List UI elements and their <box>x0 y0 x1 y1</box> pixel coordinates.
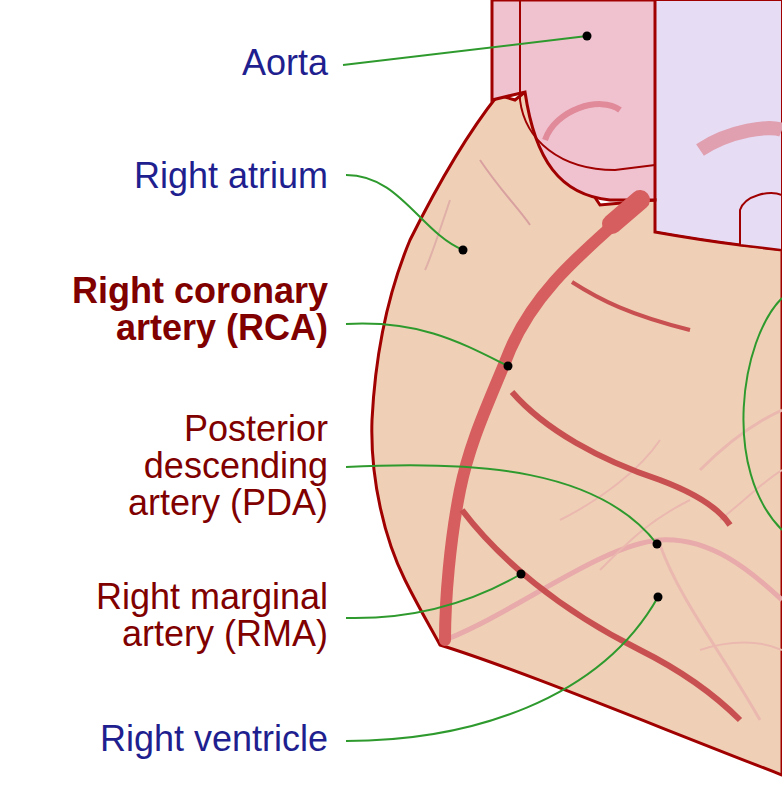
leader-line <box>343 36 587 65</box>
conus-branch <box>572 282 690 330</box>
aortic-vessel <box>545 104 620 140</box>
rv-branch <box>512 392 730 525</box>
rma-vessel <box>462 510 740 720</box>
structure-label: Aorta <box>28 44 328 81</box>
left-vessel-end <box>740 193 782 250</box>
leader-dot <box>583 32 592 41</box>
pda-vessel <box>445 540 782 640</box>
atrial-vessel <box>425 200 450 270</box>
artery-label: Right coronary artery (RCA) <box>28 272 328 346</box>
leader-line <box>346 175 463 250</box>
small-vessel <box>560 440 660 520</box>
small-vessel <box>700 643 782 651</box>
structure-label: Right ventricle <box>28 720 328 757</box>
leader-line <box>346 574 521 618</box>
artery-label: Posterior descending artery (PDA) <box>98 410 328 521</box>
artery-label: Right marginal artery (RMA) <box>78 578 328 652</box>
leader-dot <box>653 540 662 549</box>
leader-line <box>346 597 658 741</box>
small-vessel <box>600 500 690 570</box>
pulmonary-vessel <box>655 0 782 250</box>
leader-dot <box>654 593 663 602</box>
leader-line <box>743 298 782 530</box>
left-vessel <box>700 128 782 150</box>
leader-dot <box>459 246 468 255</box>
aorta-shape <box>492 0 655 200</box>
heart-body <box>372 92 782 775</box>
structure-label: Right atrium <box>28 157 328 194</box>
leader-line <box>346 324 508 366</box>
leader-dot <box>517 570 526 579</box>
rca-ostium <box>612 200 640 224</box>
small-vessel <box>700 410 782 470</box>
atrial-vessel <box>480 160 530 225</box>
aorta-inner <box>520 0 655 170</box>
leader-line <box>346 465 657 544</box>
leader-dot <box>504 362 513 371</box>
